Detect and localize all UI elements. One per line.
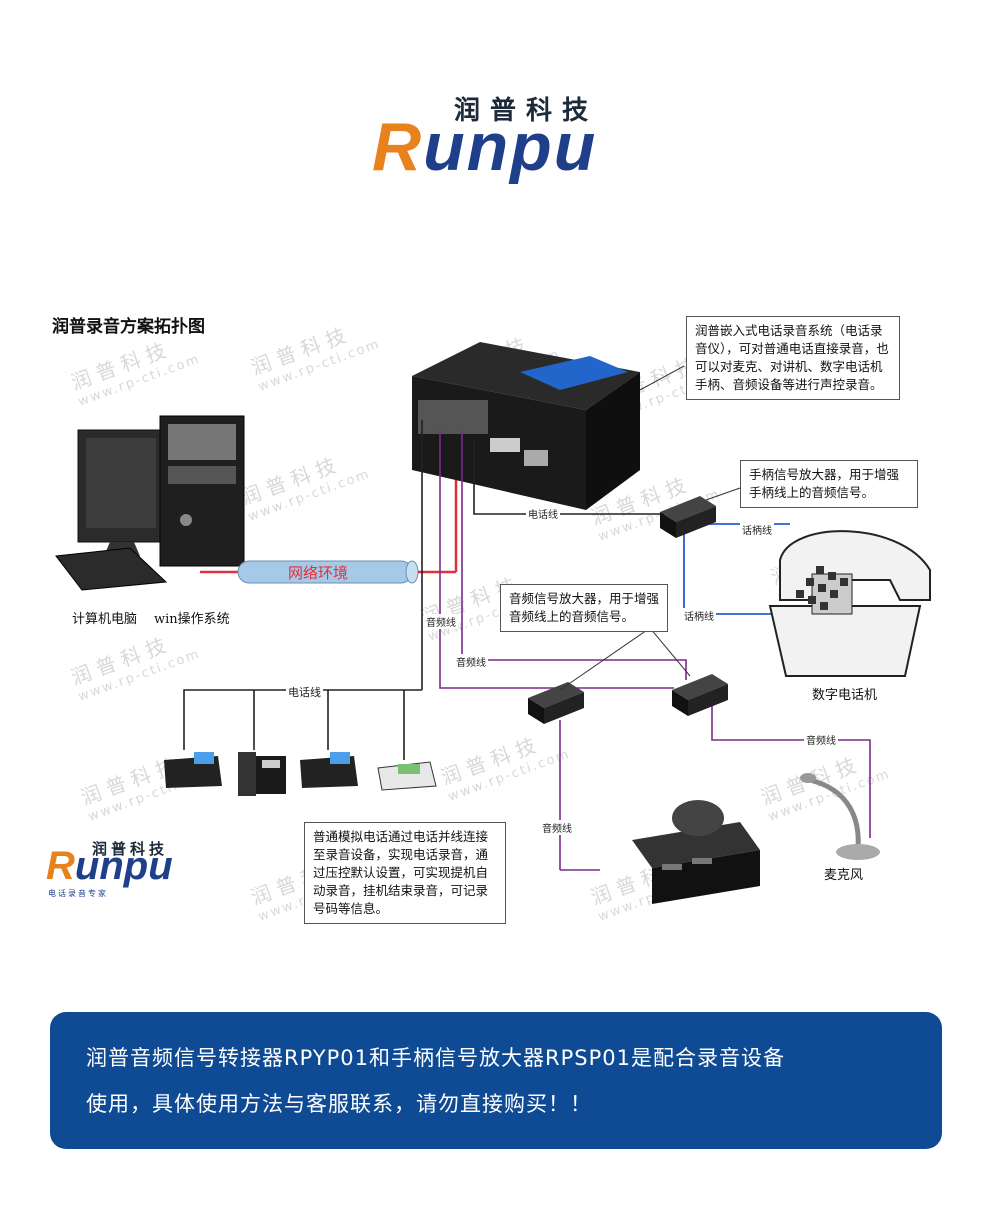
brand-logo: 润普科技 Runpu bbox=[372, 88, 632, 188]
analog-phone-icon bbox=[164, 752, 222, 788]
handset-amplifier-icon bbox=[660, 496, 716, 538]
wires bbox=[183, 420, 871, 871]
bottom-brand-name-latin: Runpu bbox=[46, 844, 173, 888]
wire-label-audio: 音频线 bbox=[454, 654, 488, 669]
brand-name-cn: 润普科技 bbox=[454, 96, 599, 126]
analog-phone-note: 普通模拟电话通过电话并线连接至录音设备，实现电话录音，通过压控默认设置，可实现提… bbox=[304, 822, 506, 924]
wire-label-audio: 音频线 bbox=[540, 820, 574, 835]
wire-label-handset: 话柄线 bbox=[740, 522, 774, 537]
analog-phone-icon bbox=[238, 752, 286, 796]
microphone-icon bbox=[800, 773, 880, 860]
notice-banner: 润普音频信号转接器RPYP01和手柄信号放大器RPSP01是配合录音设备 使用，… bbox=[50, 1012, 942, 1149]
analog-phone-icon bbox=[377, 761, 437, 791]
digital-phone-label: 数字电话机 bbox=[812, 688, 878, 703]
brand-letter-r: R bbox=[372, 109, 424, 185]
notice-line-1: 润普音频信号转接器RPYP01和手柄信号放大器RPSP01是配合录音设备 bbox=[86, 1046, 785, 1070]
analog-phone-icon bbox=[300, 752, 358, 788]
handset-amplifier-note: 手柄信号放大器，用于增强手柄线上的音频信号。 bbox=[740, 460, 918, 508]
wire-label-audio: 音频线 bbox=[804, 732, 838, 747]
wire-label-handset: 话柄线 bbox=[682, 608, 716, 623]
bottom-brand-name-cn: 润普科技 bbox=[92, 840, 169, 858]
topology-diagram bbox=[55, 342, 931, 904]
radio-icon bbox=[632, 800, 760, 904]
wire-label-phone: 电话线 bbox=[286, 684, 323, 700]
audio-amplifier-note: 音频信号放大器，用于增强音频线上的音频信号。 bbox=[500, 584, 668, 632]
audio-amplifier-icon bbox=[672, 674, 728, 716]
computer-icon bbox=[55, 415, 245, 591]
diagram-title: 润普录音方案拓扑图 bbox=[52, 317, 205, 337]
wire-label-phone: 电话线 bbox=[526, 506, 560, 521]
notice-line-2: 使用，具体使用方法与客服联系，请勿直接购买！！ bbox=[86, 1092, 592, 1116]
network-pipe bbox=[200, 440, 458, 584]
recorder-device bbox=[412, 342, 640, 510]
os-label: win操作系统 bbox=[154, 612, 230, 627]
digital-phone-icon bbox=[768, 530, 931, 677]
computer-label: 计算机电脑 bbox=[72, 612, 138, 627]
bottom-brand-logo: 润普科技 Runpu 电话录音专家 bbox=[46, 838, 216, 898]
microphone-label: 麦克风 bbox=[824, 868, 864, 883]
brand-letters-rest: unpu bbox=[423, 109, 598, 185]
recorder-description-note: 润普嵌入式电话录音系统（电话录音仪），可对普通电话直接录音，也可以对麦克、对讲机… bbox=[686, 316, 900, 400]
network-label: 网络环境 bbox=[288, 564, 349, 582]
brand-name-latin: Runpu bbox=[372, 108, 597, 186]
bottom-brand-tagline: 电话录音专家 bbox=[48, 889, 108, 898]
audio-amplifier-icon bbox=[528, 682, 584, 724]
wire-label-audio: 音频线 bbox=[424, 614, 458, 629]
